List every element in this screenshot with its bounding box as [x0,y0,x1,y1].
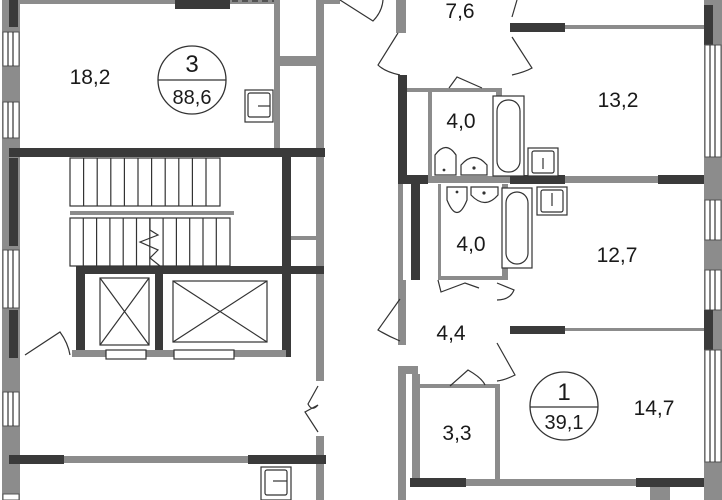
room-area-label: 13,2 [598,89,639,112]
kitchen-sink-icon [527,147,559,177]
washbasin-icon [470,186,499,204]
kitchen-sink-icon [260,466,292,500]
apartment-rooms-count: 3 [185,51,198,78]
door[interactable] [339,0,384,22]
stairs-icon [69,157,234,267]
door[interactable] [448,76,483,89]
room-area-label: 18,2 [70,66,111,89]
room-area-label: 3,3 [442,422,471,445]
room-area-label: 14,7 [634,397,675,420]
apartment-total-area: 39,1 [545,412,584,434]
toilet-icon [446,186,468,214]
left-exterior-wall [2,0,20,500]
room-area-label: 4,4 [436,322,466,345]
door[interactable] [304,385,319,433]
apartment-badge-3[interactable]: 3 88,6 [157,45,227,115]
bathtub-icon [492,95,525,177]
elevator-icon [99,277,150,360]
bathtub-icon [501,187,533,269]
door[interactable] [437,279,515,301]
apartment-badge-1[interactable]: 1 39,1 [529,371,599,441]
washbasin-icon [460,156,488,176]
top-wall [20,0,275,9]
apartment-total-area: 88,6 [173,87,212,109]
kitchen-sink-icon [244,89,274,123]
room-area-label: 12,7 [597,244,638,267]
right-exterior-wall [704,0,722,500]
room-area-label: 4,0 [446,110,475,133]
door[interactable] [449,342,516,387]
toilet-icon [434,146,457,176]
door[interactable] [377,298,401,342]
apartment-rooms-count: 1 [557,379,570,406]
room-area-label: 7,6 [445,0,474,23]
elevator-icon [172,280,268,360]
kitchen-sink-icon [536,186,568,216]
door[interactable] [24,331,71,356]
door[interactable] [377,32,401,76]
interior-walls-right-block [396,0,704,500]
door[interactable] [511,0,533,76]
room-area-label: 4,0 [456,233,485,256]
